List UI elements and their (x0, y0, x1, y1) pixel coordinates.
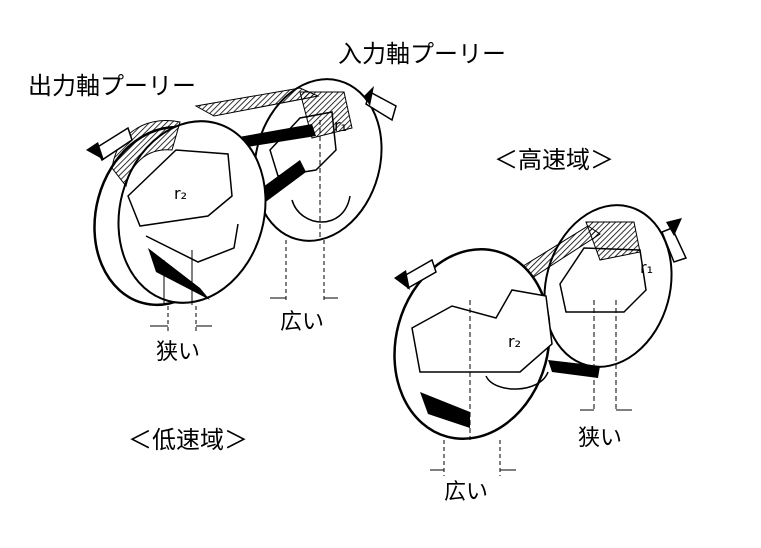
low-speed-assembly (86, 78, 397, 334)
high-output-pulley (393, 247, 553, 441)
high-gap-markers (430, 409, 632, 476)
wide-high-label: 広い (444, 480, 489, 505)
low-rotation-arrows (86, 86, 397, 162)
low-output-pulley (93, 120, 267, 307)
narrow-high-label: 狭い (578, 426, 623, 451)
narrow-low-label: 狭い (156, 340, 201, 365)
r2-high-label: r₂ (508, 332, 521, 351)
r2-low-label: r₂ (174, 184, 187, 203)
high-speed-assembly (393, 204, 688, 476)
high-rotation-arrows (394, 218, 688, 290)
high-speed-label: ＜高速域＞ (494, 146, 614, 174)
low-speed-label: ＜低速域＞ (128, 426, 248, 454)
high-input-pulley (543, 204, 673, 412)
input-pulley-label: 入力軸プーリー (338, 40, 506, 68)
r1-low-label: r₁ (334, 116, 347, 135)
wide-low-label: 広い (280, 310, 325, 335)
output-pulley-label: 出力軸プーリー (28, 72, 196, 100)
r1-high-label: r₁ (640, 258, 653, 277)
low-input-pulley (253, 78, 383, 242)
low-gap-markers (150, 240, 338, 334)
